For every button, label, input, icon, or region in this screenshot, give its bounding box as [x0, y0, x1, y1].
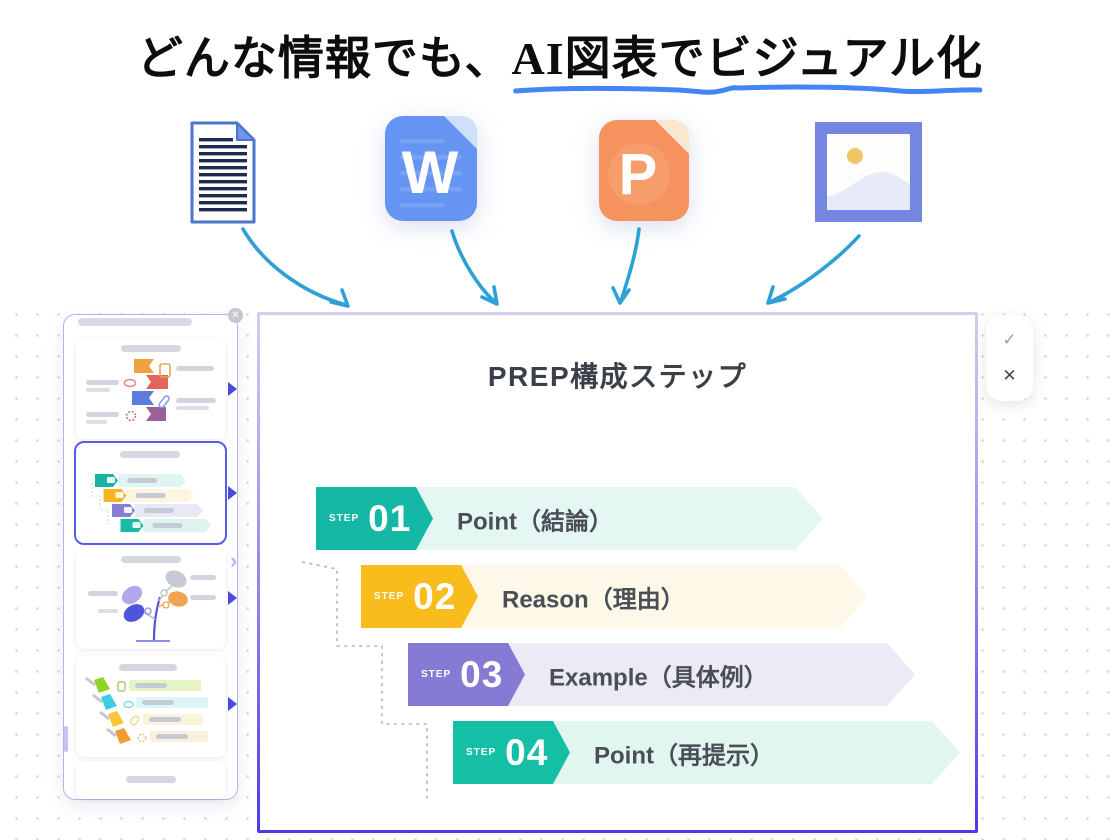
word-letter: W [402, 139, 459, 206]
tree-thumbnail-art [88, 556, 216, 642]
text-document-icon [190, 121, 256, 224]
step-tag: STEP [421, 669, 452, 680]
template-thumbnail-timeline[interactable] [76, 339, 226, 439]
image-file-icon [815, 122, 922, 222]
step-item-04[interactable]: STEP 04 Point（再提示） [453, 721, 960, 784]
page-title: どんな情報でも、AI図表でビジュアル化 [0, 22, 1120, 95]
step-number: 01 [368, 497, 412, 539]
flow-arrow-icon [611, 227, 641, 305]
step-tag: STEP [329, 513, 360, 524]
step-item-03[interactable]: STEP 03 Example（具体例） [408, 643, 915, 706]
step-number: 02 [413, 575, 457, 617]
step-tag: STEP [466, 747, 497, 758]
template-thumbnail-brushes[interactable] [76, 656, 226, 757]
step-badge: STEP 04 [453, 721, 570, 784]
thumbnail-pointer-icon [228, 382, 237, 396]
step-badge: STEP 03 [408, 643, 525, 706]
step-item-01[interactable]: STEP 01 Point（結論） [316, 487, 823, 550]
brushes-thumbnail-art [85, 664, 208, 744]
powerpoint-file-icon: P [599, 120, 689, 221]
underline-swash [512, 84, 982, 95]
step-label: Point（再提示） [594, 742, 774, 769]
panel-close-icon[interactable]: ✕ [228, 308, 243, 323]
page-title-highlight: AI図表でビジュアル化 [511, 33, 984, 84]
powerpoint-letter: P [619, 142, 658, 207]
step-label: Reason（理由） [502, 586, 685, 613]
step-label: Point（結論） [457, 508, 613, 535]
template-thumbnail-steps-selected[interactable] [74, 441, 227, 545]
step-item-02[interactable]: STEP 02 Reason（理由） [361, 565, 868, 628]
step-number: 04 [505, 731, 549, 773]
approval-toolbar: ✓ ✕ [986, 315, 1033, 401]
panel-scrollbar[interactable] [64, 726, 68, 752]
chevron-right-icon[interactable]: › [230, 548, 238, 573]
flow-arrow-icon [450, 229, 499, 306]
step-label: Example（具体例） [549, 664, 768, 691]
panel-drag-handle [78, 318, 192, 326]
template-panel: ✕ [63, 308, 243, 800]
step-badge: STEP 01 [316, 487, 433, 550]
flow-arrow-icon [241, 227, 350, 308]
flow-arrow-icon [766, 234, 861, 305]
confirm-check-icon[interactable]: ✓ [1002, 329, 1017, 349]
thumbnail-pointer-icon [228, 486, 237, 500]
step-badge: STEP 02 [361, 565, 478, 628]
step-number: 03 [460, 653, 504, 695]
dismiss-close-icon[interactable]: ✕ [1002, 366, 1017, 386]
template-thumbnail-tree[interactable] [76, 549, 226, 649]
diagram-canvas[interactable]: PREP構成ステップ STEP 01 Point（結論） STEP 02 Rea… [257, 312, 978, 833]
thumbnail-pointer-icon [228, 591, 237, 605]
page-title-prefix: どんな情報でも、 [136, 33, 512, 84]
thumbnail-pointer-icon [228, 697, 237, 711]
step-tag: STEP [374, 591, 405, 602]
timeline-thumbnail-art [86, 345, 216, 424]
template-thumbnail-partial[interactable] [76, 761, 226, 799]
thumbnail-placeholder-bar [126, 776, 176, 783]
diagram-title: PREP構成ステップ [487, 361, 748, 392]
word-file-icon: W [385, 116, 477, 221]
steps-thumbnail-art [91, 451, 212, 532]
